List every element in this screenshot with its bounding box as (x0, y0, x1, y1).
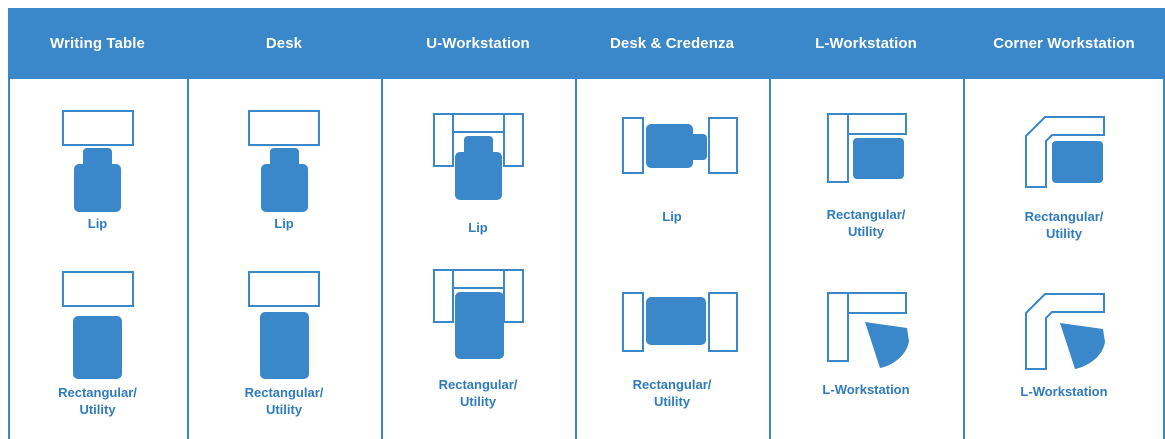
desk-credenza-lip-diagram (622, 117, 738, 352)
writing-table-lip-label: Lip (87, 216, 108, 231)
column-u-workstation: Lip Rectangular/ Utility (381, 79, 575, 439)
corner-workstation-rect-diagram (1025, 116, 1105, 370)
header-u-workstation: U-Workstation (426, 35, 530, 52)
column-divider (381, 79, 383, 439)
column-l-workstation: Rectangular/ Utility L-Workstation (769, 79, 963, 439)
l-workstation-rect-diagram (827, 113, 909, 368)
l-workstation-rect-label: Rectangular/ Utility (826, 207, 906, 239)
header-l-workstation: L-Workstation (815, 35, 917, 52)
column-writing-table: Lip Rectangular/ Utility (8, 79, 187, 439)
corner-workstation-l-label: L-Workstation (1020, 384, 1108, 399)
writing-table-rect-label: Rectangular/ Utility (58, 385, 137, 417)
header-writing-table: Writing Table (50, 35, 145, 52)
header-bar: Writing Table Desk U-Workstation Desk & … (8, 8, 1165, 79)
desk-lip-diagram (248, 110, 320, 379)
column-desk-credenza: Lip Rectangular/ Utility (575, 79, 769, 439)
u-workstation-rect-label: Rectangular/ Utility (438, 377, 518, 409)
desk-credenza-rect-label: Rectangular/ Utility (632, 377, 712, 409)
l-workstation-l-label: L-Workstation (822, 382, 910, 397)
writing-table-lip-diagram (62, 110, 134, 379)
column-corner-workstation: Rectangular/ Utility L-Workstation (963, 79, 1165, 439)
table-body (8, 79, 1165, 439)
desk-credenza-lip-label: Lip (662, 209, 682, 224)
desk-rect-label: Rectangular/ Utility (244, 385, 324, 417)
u-workstation-lip-label: Lip (468, 220, 488, 235)
header-desk: Desk (265, 35, 303, 52)
column-divider (187, 79, 189, 439)
column-divider (769, 79, 771, 439)
corner-workstation-rect-label: Rectangular/ Utility (1024, 209, 1104, 241)
header-desk-credenza: Desk & Credenza (609, 35, 735, 52)
desk-lip-label: Lip (274, 216, 294, 231)
column-desk: Lip Rectangular/ Utility (187, 79, 381, 439)
header-corner-workstation: Corner Workstation (993, 35, 1135, 52)
column-divider (575, 79, 577, 439)
column-divider (963, 79, 965, 439)
layout-grid: Writing Table Desk U-Workstation Desk & … (8, 8, 1165, 439)
u-workstation-lip-diagram (433, 113, 524, 359)
